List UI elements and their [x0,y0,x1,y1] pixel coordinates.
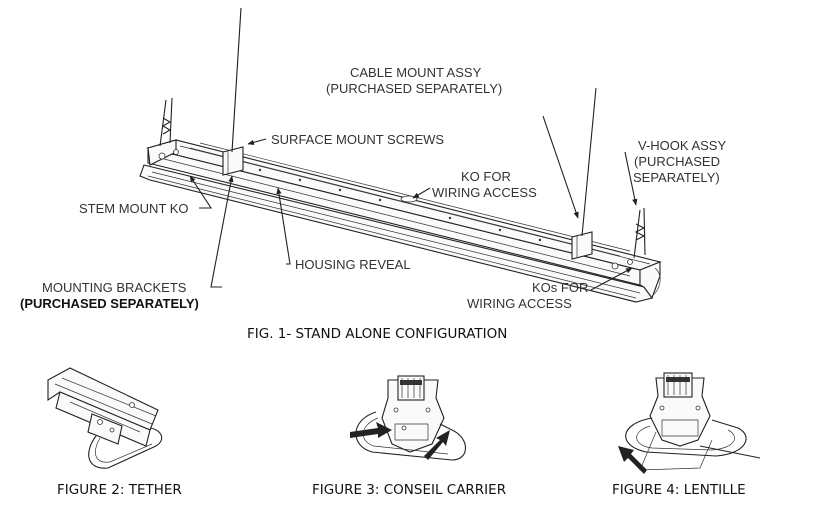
caption-fig4: FIGURE 4: LENTILLE [612,482,746,498]
label-housing-reveal: HOUSING REVEAL [295,257,411,272]
label-mounting-brackets-line1: MOUNTING BRACKETS [42,280,187,295]
label-ko-wiring-line1: KO FOR [461,169,511,184]
caption-fig1: FIG. 1- STAND ALONE CONFIGURATION [247,326,507,342]
leader-lines [189,115,638,291]
label-surface-mount-screws: SURFACE MOUNT SCREWS [271,132,444,147]
caption-fig3: FIGURE 3: CONSEIL CARRIER [312,482,506,498]
label-kos-wiring-line1: KOs FOR [532,280,588,295]
label-stem-mount-ko: STEM MOUNT KO [79,201,189,216]
label-cable-mount-line1: CABLE MOUNT ASSY [350,65,482,80]
label-vhook-line3: SEPARATELY) [633,170,720,185]
label-ko-wiring-line2: WIRING ACCESS [432,185,537,200]
label-cable-mount-line2: (PURCHASED SEPARATELY) [326,81,502,96]
figure-lentille [618,372,761,474]
figure-tether [47,367,163,469]
figure-conseil-carrier [350,375,467,461]
label-vhook-line2: (PURCHASED [634,154,720,169]
caption-fig2: FIGURE 2: TETHER [57,482,182,498]
label-kos-wiring-line2: WIRING ACCESS [467,296,572,311]
label-mounting-brackets-line2: (PURCHASED SEPARATELY) [20,296,199,311]
fixture-stand-alone [139,7,662,303]
label-vhook-line1: V-HOOK ASSY [638,138,726,153]
